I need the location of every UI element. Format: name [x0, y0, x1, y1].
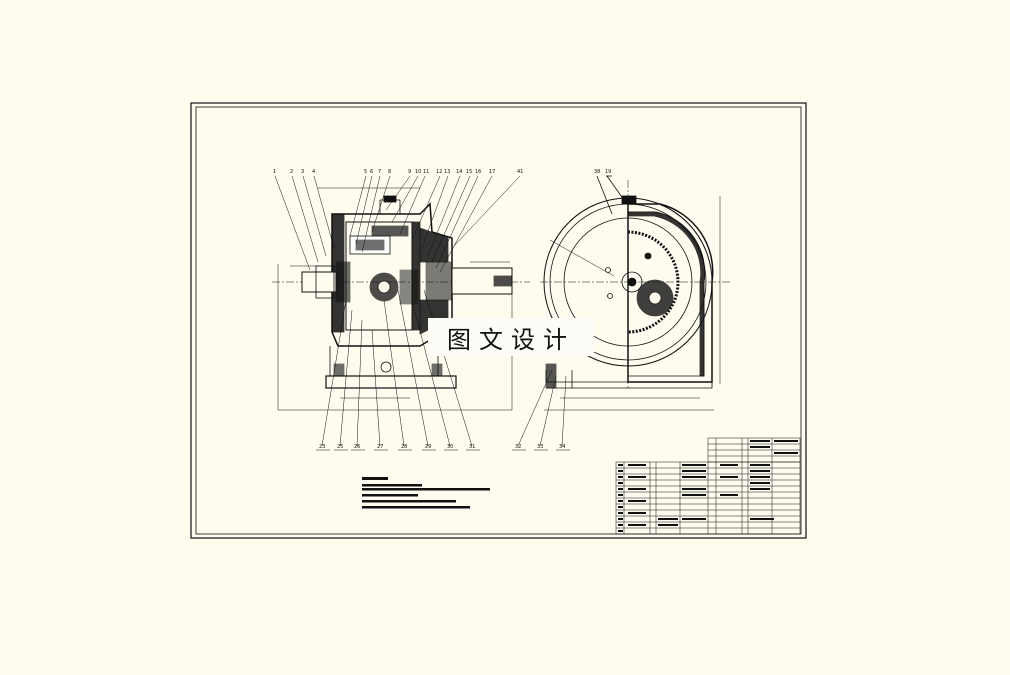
callout-25: 25	[337, 444, 343, 450]
sheet-outer-border	[190, 102, 807, 539]
parts-list-text-marks	[618, 440, 798, 532]
watermark-label: 图文设计	[428, 318, 594, 356]
callout-3: 3	[301, 169, 304, 175]
callout-31: 31	[469, 444, 475, 450]
callout-2: 2	[290, 169, 293, 175]
callout-9: 9	[408, 169, 411, 175]
callout-30: 30	[447, 444, 453, 450]
callout-17: 17	[489, 169, 495, 175]
callout-19: 19	[605, 169, 611, 175]
callout-14: 14	[456, 169, 462, 175]
bottom-callouts: 23 25 26 27 28 29 30 31 32 33 34	[319, 444, 565, 450]
callout-5: 5	[364, 169, 367, 175]
side-view	[540, 175, 730, 411]
callout-26: 26	[354, 444, 360, 450]
section-view	[272, 187, 530, 411]
callout-7: 7	[378, 169, 381, 175]
technical-requirements	[362, 477, 490, 509]
callout-32: 32	[515, 444, 521, 450]
callout-4: 4	[312, 169, 315, 175]
parts-list-table	[615, 437, 801, 535]
callout-16: 16	[475, 169, 481, 175]
sheet-inner-border	[195, 106, 802, 535]
callout-33: 33	[537, 444, 543, 450]
callout-23: 23	[319, 444, 325, 450]
callout-41: 41	[517, 169, 523, 175]
right-callouts: 38 19	[594, 169, 611, 175]
top-callouts: 1 2 3 4 5 6 7 8 9 10 11 12 13 14 15 16 1…	[273, 169, 523, 175]
callout-10: 10	[415, 169, 421, 175]
callout-28: 28	[401, 444, 407, 450]
callout-8: 8	[388, 169, 391, 175]
callout-15: 15	[466, 169, 472, 175]
callout-34: 34	[559, 444, 565, 450]
callout-38: 38	[594, 169, 600, 175]
leader-lines	[274, 175, 570, 451]
callout-12: 12	[436, 169, 442, 175]
callout-6: 6	[370, 169, 373, 175]
callout-13: 13	[444, 169, 450, 175]
callout-1: 1	[273, 169, 276, 175]
callout-29: 29	[425, 444, 431, 450]
callout-11: 11	[423, 169, 429, 175]
callout-27: 27	[377, 444, 383, 450]
